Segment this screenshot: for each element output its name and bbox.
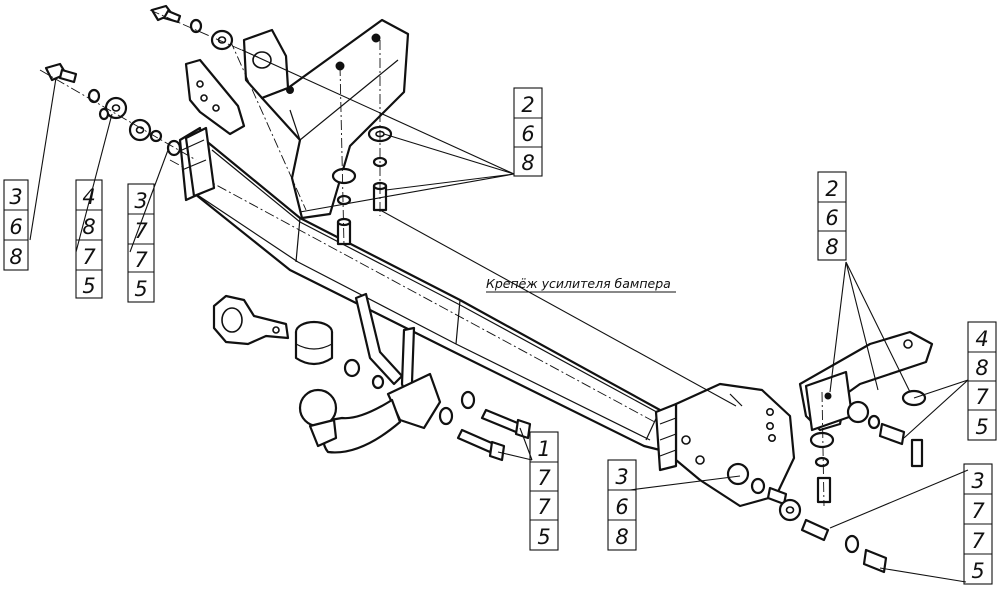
svg-text:7: 7 (975, 385, 989, 409)
svg-text:5: 5 (975, 415, 988, 439)
socket-bracket-icon (212, 294, 290, 346)
svg-text:7: 7 (134, 219, 148, 243)
callout-left-inner: 3 7 7 5 (127, 183, 155, 303)
svg-text:7: 7 (134, 248, 148, 272)
svg-text:4: 4 (975, 327, 988, 351)
svg-text:3: 3 (9, 185, 22, 209)
svg-text:3: 3 (971, 469, 984, 493)
svg-text:5: 5 (134, 277, 147, 301)
svg-text:4: 4 (82, 185, 95, 209)
svg-text:7: 7 (537, 466, 551, 490)
tow-hook-assembly (298, 292, 442, 454)
svg-text:8: 8 (825, 235, 838, 259)
left-end-plates (178, 126, 216, 202)
svg-text:8: 8 (615, 525, 628, 549)
leader-lines (29, 49, 969, 583)
right-upper-bracket (798, 330, 934, 432)
fasteners-right (726, 389, 927, 574)
fasteners-left (39, 4, 261, 161)
svg-text:7: 7 (82, 245, 96, 269)
svg-text:7: 7 (971, 499, 985, 523)
svg-text:5: 5 (971, 559, 984, 583)
svg-text:8: 8 (975, 356, 988, 380)
svg-text:6: 6 (615, 495, 628, 519)
callout-right-lower: 3 7 7 5 (963, 463, 993, 585)
svg-text:1: 1 (537, 437, 550, 461)
callout-bottom-center: 1 7 7 5 (529, 431, 559, 551)
callout-right-upper: 2 6 8 (817, 171, 847, 261)
callout-top-center: 2 6 8 (513, 87, 543, 177)
svg-text:5: 5 (537, 525, 550, 549)
fasteners-top-center (331, 40, 393, 247)
svg-text:8: 8 (9, 245, 22, 269)
right-end-bracket (654, 382, 796, 508)
callout-bottom-right-plate: 3 6 8 (607, 459, 637, 551)
bolt-icon (150, 4, 182, 24)
left-top-bracket (184, 18, 410, 220)
svg-text:5: 5 (82, 274, 95, 298)
svg-text:6: 6 (825, 206, 838, 230)
nut-icon (189, 18, 203, 34)
svg-text:6: 6 (9, 215, 22, 239)
svg-text:3: 3 (615, 465, 628, 489)
svg-text:8: 8 (521, 151, 534, 175)
callout-right-mid: 4 8 7 5 (967, 321, 997, 441)
svg-text:2: 2 (521, 93, 534, 117)
svg-text:3: 3 (134, 189, 147, 213)
svg-text:7: 7 (537, 495, 551, 519)
svg-text:7: 7 (971, 529, 985, 553)
bumper-reinforcement-note: Крепёж усилителя бампера (486, 276, 671, 291)
callout-left-outer: 3 6 8 (3, 179, 29, 271)
svg-text:2: 2 (825, 177, 838, 201)
fasteners-hook (343, 358, 532, 462)
svg-text:8: 8 (82, 215, 95, 239)
svg-text:6: 6 (521, 122, 534, 146)
callout-left-mid: 4 8 7 5 (75, 179, 103, 299)
ball-cap-icon (294, 320, 334, 366)
